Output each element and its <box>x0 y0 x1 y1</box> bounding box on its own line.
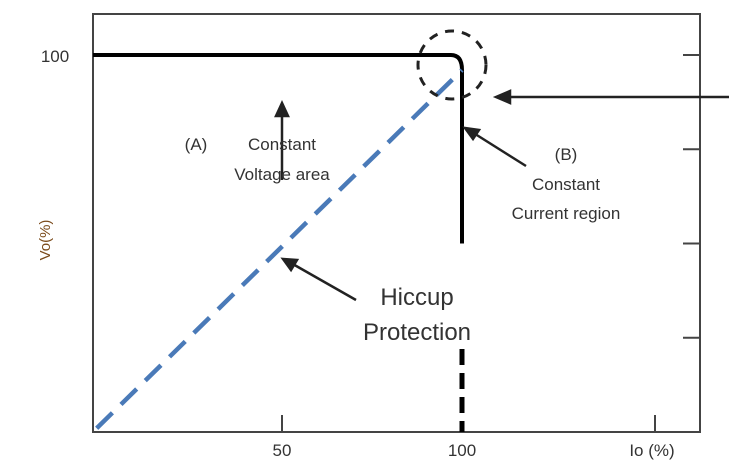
y-tick-label-100: 100 <box>41 47 69 66</box>
hiccup-arrow <box>280 257 357 302</box>
annotation-hiccup2: Protection <box>363 319 471 346</box>
knee-dotted-circle <box>416 29 488 101</box>
y-axis-label: Vo(%) <box>37 220 54 261</box>
annotation-b-text1: Constant <box>532 175 600 194</box>
annotation-b-text2: Current region <box>512 204 621 223</box>
annotation-hiccup1: Hiccup <box>380 284 453 311</box>
plot-frame <box>92 13 701 433</box>
annotation-b-label: (B) <box>555 145 578 164</box>
x-tick-label-100: 100 <box>448 441 476 460</box>
voltage-arrow <box>274 100 290 180</box>
annotation-a-text1: Constant <box>248 135 316 154</box>
x-axis-label: Io (%) <box>629 441 674 460</box>
series-hiccup-line <box>95 68 464 430</box>
right-ticks <box>683 54 700 339</box>
annotation-a-text2: Voltage area <box>234 165 330 184</box>
bottom-ticks <box>281 415 656 432</box>
current-arrow <box>462 126 527 168</box>
x-tick-label-50: 50 <box>273 441 292 460</box>
series-solid-line <box>93 53 464 244</box>
annotation-a-label: (A) <box>185 135 208 154</box>
label-mask <box>440 250 500 355</box>
knee-arrow <box>492 89 729 105</box>
